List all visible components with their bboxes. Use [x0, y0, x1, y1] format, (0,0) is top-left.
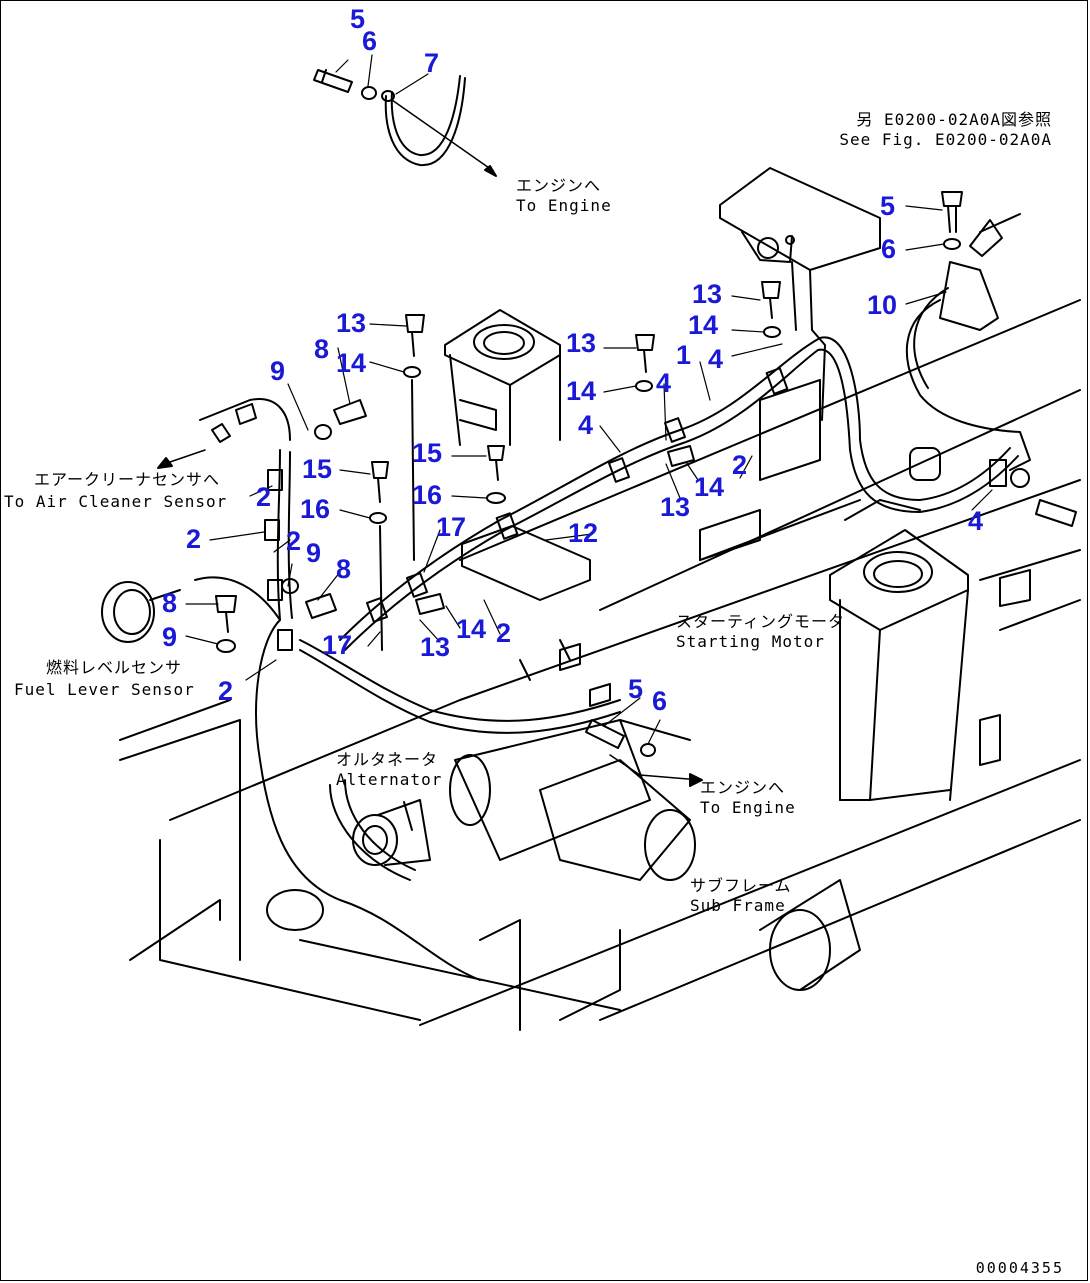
note-to-engine-top: エンジンへ To Engine	[516, 176, 612, 216]
callout-2: 2	[286, 526, 302, 556]
note-starting-motor-en: Starting Motor	[676, 632, 825, 651]
callout-17: 17	[436, 512, 467, 542]
note-fuel-level-en: Fuel Lever Sensor	[14, 680, 195, 699]
callout-4: 4	[656, 368, 672, 398]
note-see-figure-en: See Fig. E0200-02A0A	[839, 130, 1052, 149]
callout-13: 13	[660, 492, 691, 522]
note-fuel-level-en-wrap: Fuel Lever Sensor	[14, 680, 195, 700]
callout-14: 14	[694, 472, 725, 502]
note-air-cleaner-en: To Air Cleaner Sensor	[4, 492, 228, 511]
callout-10: 10	[867, 290, 898, 320]
callout-13: 13	[420, 632, 451, 662]
callout-15: 15	[302, 454, 333, 484]
callout-4: 4	[578, 410, 594, 440]
bracket-plates	[461, 379, 1031, 766]
note-alternator-en: Alternator	[336, 770, 443, 789]
callout-16: 16	[300, 494, 331, 524]
callout-16: 16	[412, 480, 443, 510]
callout-9: 9	[270, 356, 286, 386]
callout-13: 13	[336, 308, 367, 338]
callout-2: 2	[732, 450, 748, 480]
chassis-frame	[119, 299, 1081, 1031]
callout-6: 6	[362, 26, 378, 56]
callout-8: 8	[314, 334, 330, 364]
callout-6: 6	[881, 234, 897, 264]
callout-15: 15	[412, 438, 443, 468]
note-air-cleaner: エアークリーナセンサへ	[34, 470, 220, 490]
callout-9: 9	[162, 622, 178, 652]
note-sub-frame-en: Sub Frame	[690, 896, 786, 915]
note-air-cleaner-en-wrap: To Air Cleaner Sensor	[4, 492, 227, 512]
note-see-figure-jp: 另 E0200-02A0A図参照	[856, 110, 1052, 129]
callout-9: 9	[306, 538, 322, 568]
ground-cable-assembly	[313, 69, 497, 177]
note-fuel-level-jp: 燃料レベルセンサ	[46, 658, 183, 677]
note-to-engine-bottom-jp: エンジンへ	[700, 778, 786, 797]
callout-2: 2	[256, 482, 272, 512]
callout-14: 14	[688, 310, 719, 340]
callout-2: 2	[186, 524, 202, 554]
note-sub-frame-jp: サブフレーム	[690, 876, 792, 895]
callout-2: 2	[496, 618, 512, 648]
callout-2: 2	[218, 676, 234, 706]
starting-motor	[449, 719, 696, 881]
note-to-engine-top-en: To Engine	[516, 196, 612, 215]
callout-6: 6	[652, 686, 668, 716]
note-to-engine-bottom: エンジンへ To Engine	[700, 778, 796, 818]
callout-8: 8	[336, 554, 352, 584]
bolts	[215, 281, 1077, 787]
fuel-level-sensor	[101, 581, 181, 643]
rear-bracket	[719, 167, 1031, 471]
note-see-figure: 另 E0200-02A0A図参照 See Fig. E0200-02A0A	[839, 110, 1052, 150]
callout-5: 5	[628, 674, 644, 704]
right-support-column	[829, 499, 969, 801]
callout-13: 13	[692, 279, 723, 309]
left-support-column	[444, 309, 561, 446]
callout-5: 5	[880, 191, 896, 221]
callout-13: 13	[566, 328, 597, 358]
alternator	[352, 799, 431, 866]
callout-12: 12	[568, 518, 599, 548]
callout-14: 14	[336, 348, 367, 378]
wiring-harness	[157, 336, 1019, 981]
clamps	[264, 367, 1030, 651]
callout-14: 14	[566, 376, 597, 406]
callout-4: 4	[968, 506, 984, 536]
callout-14: 14	[456, 614, 487, 644]
note-sub-frame: サブフレーム Sub Frame	[690, 876, 792, 916]
note-fuel-level: 燃料レベルセンサ	[46, 658, 182, 678]
note-starting-motor-jp: スターティングモータ	[676, 612, 846, 631]
leader-lines	[185, 54, 993, 745]
note-alternator-jp: オルタネータ	[336, 750, 439, 769]
note-air-cleaner-jp: エアークリーナセンサへ	[34, 470, 221, 489]
callout-5: 5	[350, 4, 366, 34]
note-alternator: オルタネータ Alternator	[336, 750, 442, 790]
callout-4: 4	[708, 344, 724, 374]
callout-8: 8	[162, 588, 178, 618]
callout-17: 17	[322, 630, 353, 660]
note-to-engine-bottom-en: To Engine	[700, 798, 796, 817]
drawing-number: 00004355	[975, 1259, 1064, 1277]
note-starting-motor: スターティングモータ Starting Motor	[676, 612, 845, 652]
callout-7: 7	[424, 48, 440, 78]
note-to-engine-top-jp: エンジンへ	[516, 176, 602, 195]
callout-1: 1	[676, 340, 692, 370]
